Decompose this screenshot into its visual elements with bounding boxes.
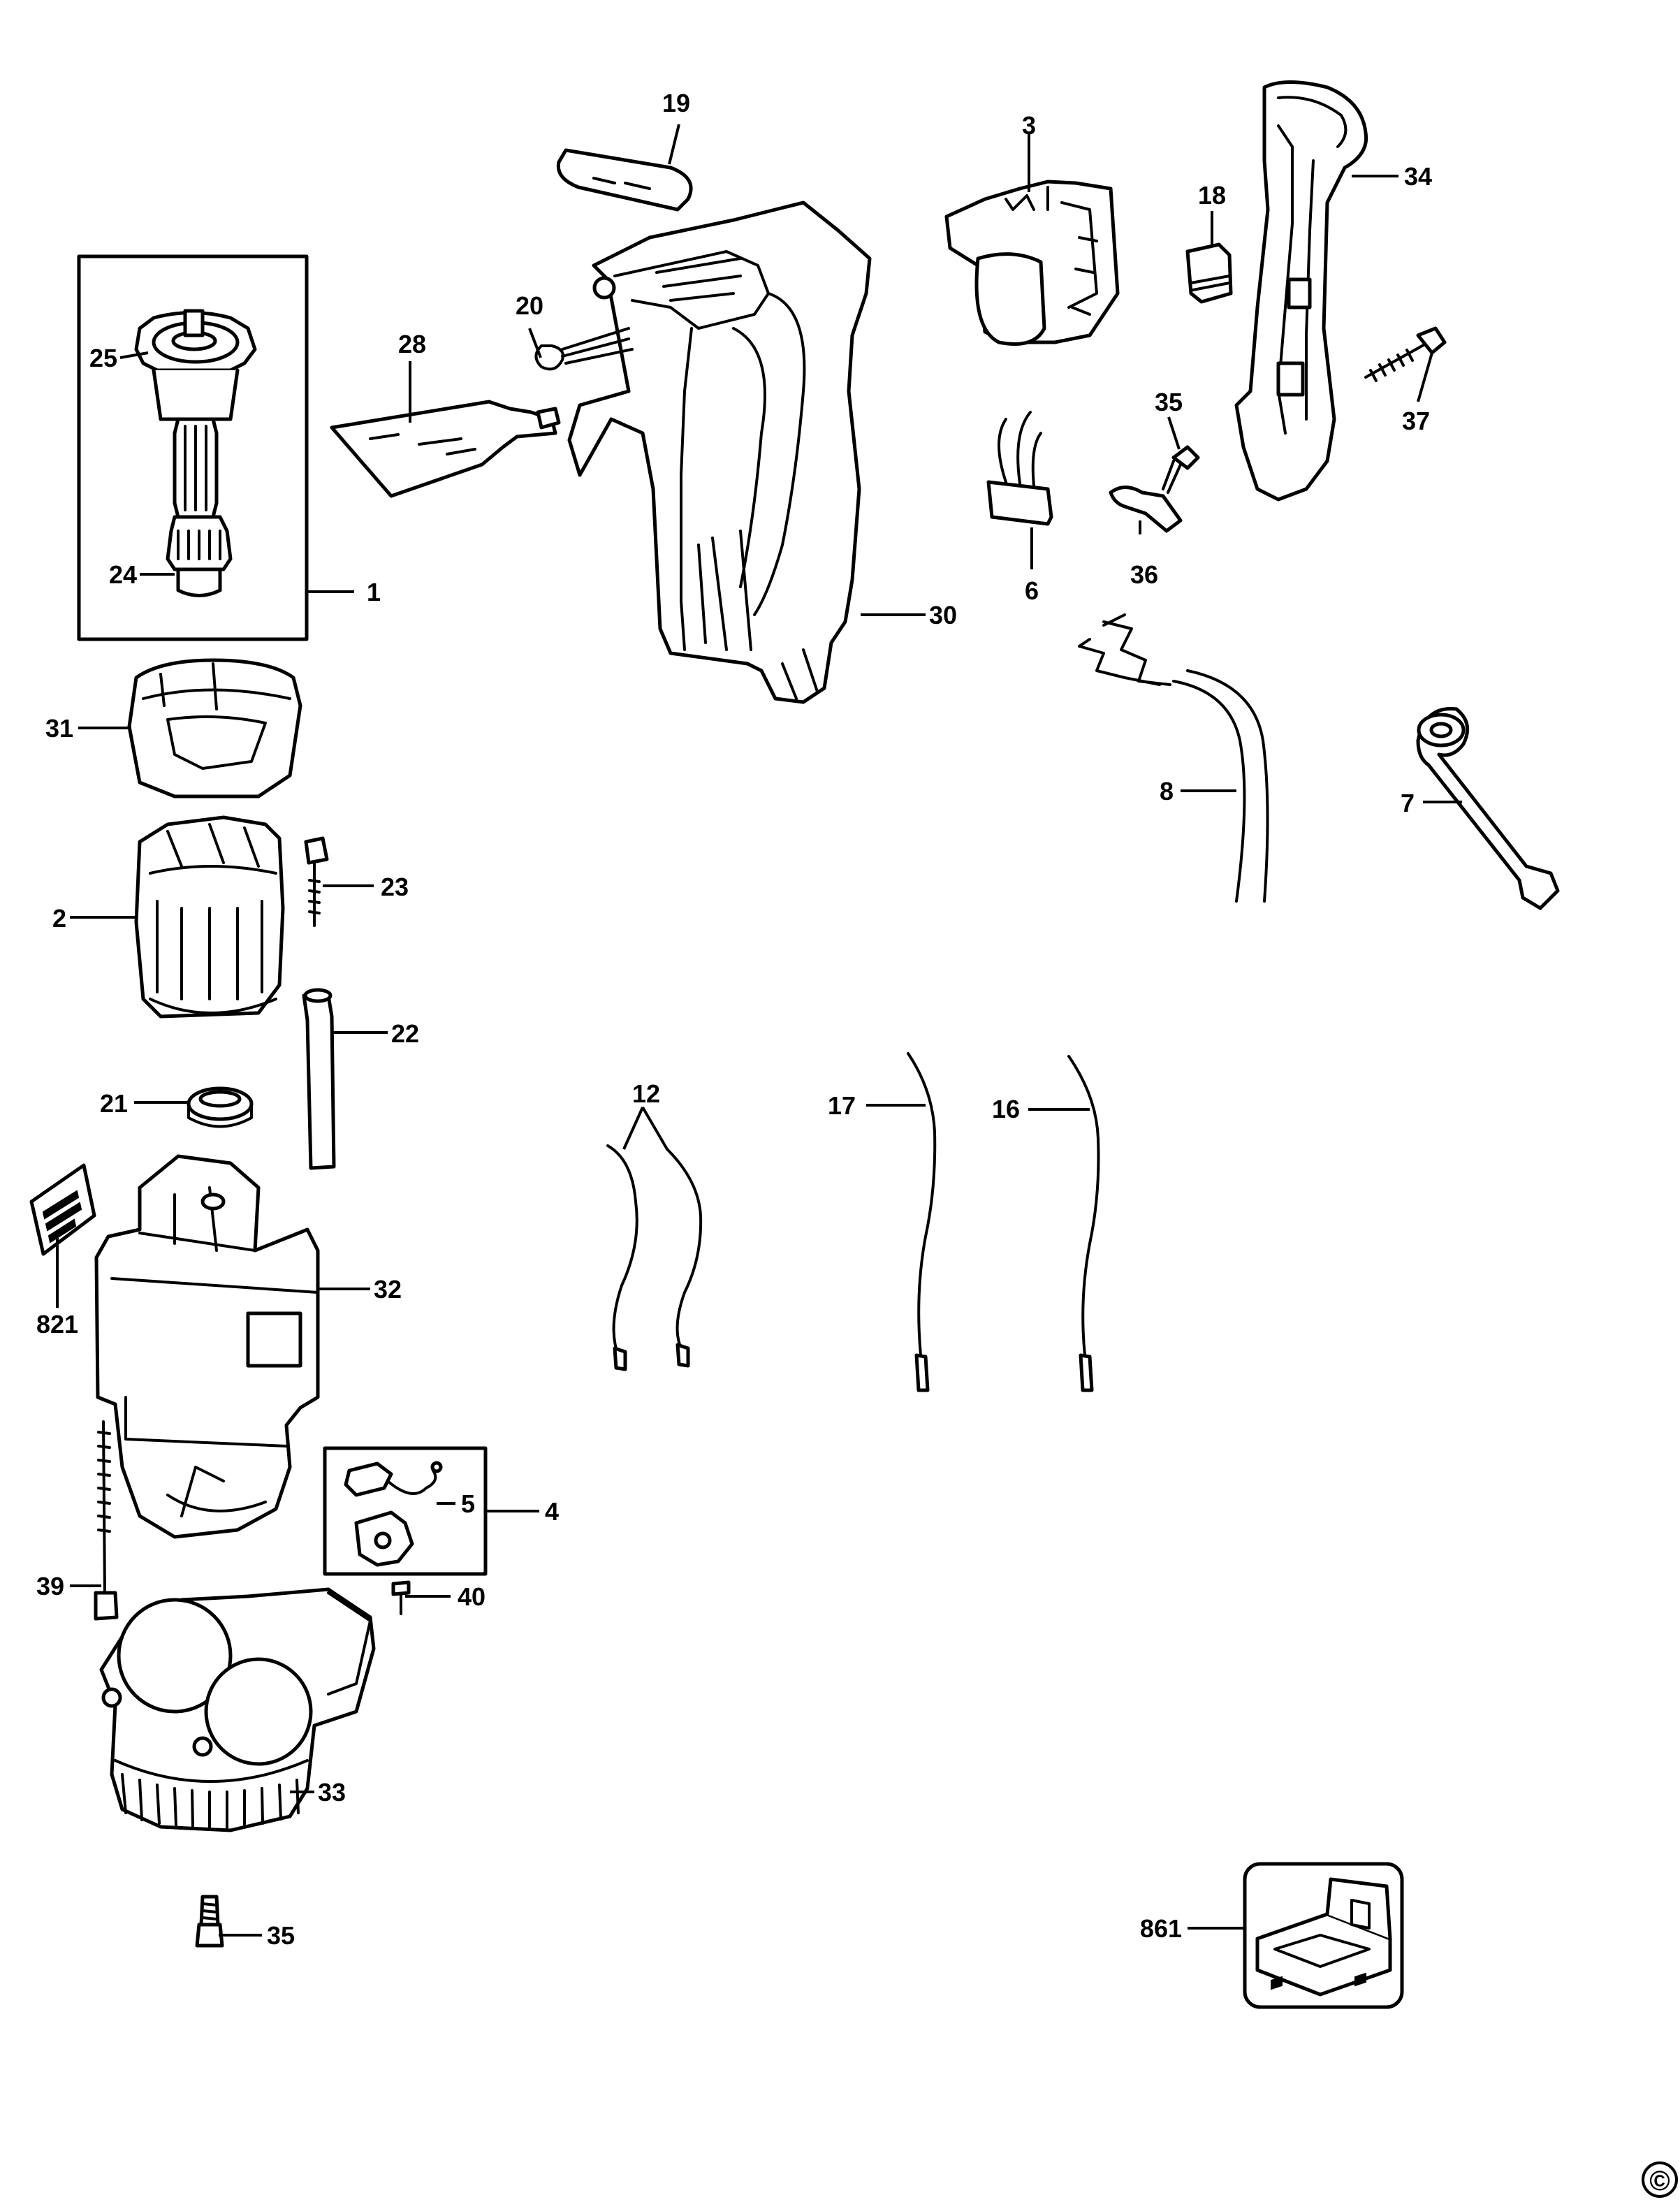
callout-19: 19 [662,89,690,117]
part-821-label [29,1163,96,1256]
callout-39: 39 [36,1572,64,1601]
part-12-lead-wires [606,1144,703,1371]
part-7-side-handle [1416,707,1560,910]
part-28-plate [330,400,561,498]
part-2-field [134,815,285,1019]
part-16-wire [1067,1055,1100,1392]
part-19-cover [556,148,693,212]
callout-18: 18 [1198,181,1226,210]
callout-37: 37 [1402,407,1430,435]
callout-40: 40 [458,1582,485,1611]
part-4-cord-guard-kit [323,1446,488,1576]
callout-34: 34 [1404,162,1432,191]
part-35-screw-top [1162,445,1200,494]
callout-5: 5 [461,1489,475,1518]
callout-1: 1 [367,578,381,606]
part-39-screw [94,1420,119,1621]
callout-16: 16 [992,1095,1020,1123]
leader-lines [56,124,1462,1937]
callout-7: 7 [1401,789,1415,817]
callout-35-bottom: 35 [267,1921,295,1950]
callout-28: 28 [398,330,426,358]
copyright-badge: © [1642,2161,1678,2198]
part-37-screw [1364,326,1447,382]
part-3-switch [944,180,1120,346]
part-17-wire [907,1052,937,1392]
callout-8: 8 [1160,777,1174,805]
callout-30: 30 [929,601,957,629]
callout-31: 31 [45,714,73,743]
part-21-bearing [187,1086,254,1128]
callout-36: 36 [1130,560,1158,589]
callout-24: 24 [109,560,137,589]
part-35-screw-bottom [195,1895,224,1948]
part-23-bolt [304,836,329,927]
callout-3: 3 [1022,111,1036,140]
callout-33: 33 [318,1778,346,1807]
part-34-handle [1234,80,1368,502]
callout-4: 4 [545,1497,559,1526]
part-30-housing [567,200,872,704]
part-1-armature-assembly [77,254,309,641]
callout-17: 17 [828,1091,856,1120]
callout-25: 25 [89,344,117,372]
part-6-brush-holder [986,411,1053,526]
part-18-brush [1185,242,1233,304]
part-33-base [99,1587,376,1832]
part-8-cord [1078,613,1269,903]
callout-35-top: 35 [1155,388,1183,416]
callout-2: 2 [52,904,66,933]
part-36-clamp [1109,486,1183,533]
part-32-gear-case [94,1154,320,1539]
part-40-screw [391,1580,411,1615]
callout-21: 21 [100,1089,128,1118]
callout-12: 12 [632,1079,660,1108]
callout-22: 22 [391,1019,419,1048]
callout-861: 861 [1140,1914,1182,1943]
part-22-tube [302,988,336,1170]
callout-32: 32 [374,1275,402,1304]
callout-23: 23 [381,873,409,901]
callout-labels: 19 3 34 18 25 20 28 35 37 24 1 6 36 30 3… [36,89,1432,1950]
part-861-case [1243,1862,1404,2009]
copyright-symbol: © [1649,2166,1670,2196]
part-31-baffle [127,658,302,799]
callout-6: 6 [1025,576,1039,605]
callout-20: 20 [516,291,543,320]
part-20-spring [534,327,634,371]
callout-821: 821 [36,1310,78,1339]
